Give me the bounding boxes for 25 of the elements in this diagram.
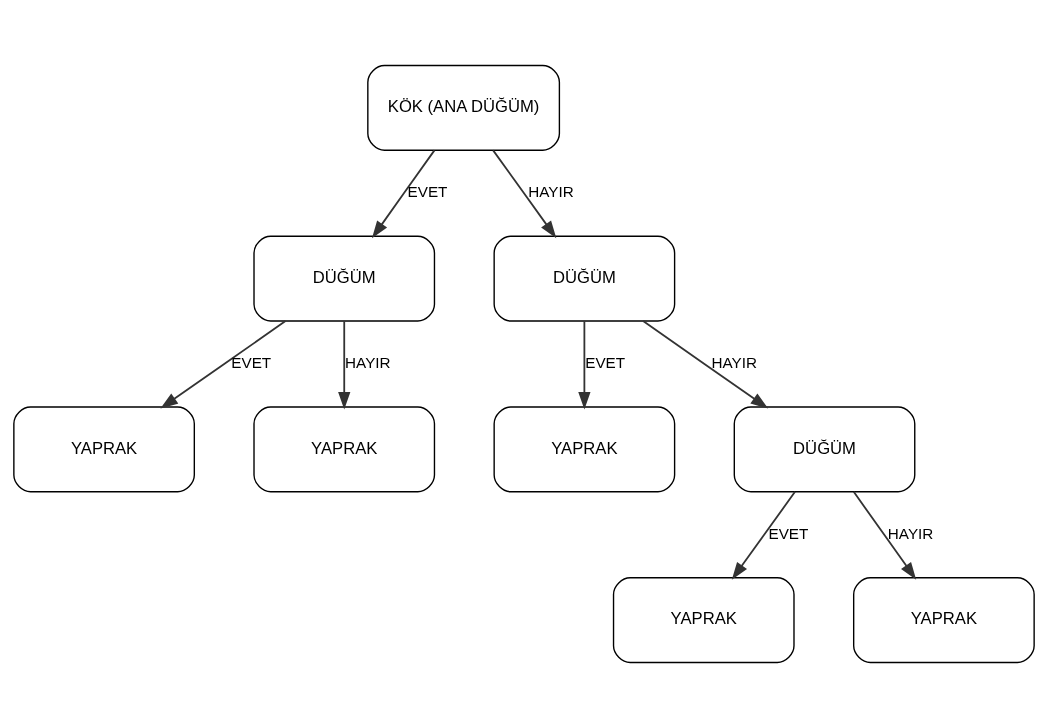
edge-label: EVET (231, 353, 272, 371)
arrow (371, 148, 436, 238)
arrow (338, 319, 351, 409)
arrow (578, 319, 591, 409)
node-box: YAPRAK (253, 405, 436, 492)
arrow (852, 490, 917, 580)
edge-label: EVET (407, 182, 448, 200)
edge-label: EVET (585, 353, 626, 371)
edge-label: HAYIR (345, 353, 391, 371)
edge-label: HAYIR (528, 182, 574, 200)
edge-label: HAYIR (887, 524, 934, 542)
edge-label: EVET (768, 524, 809, 542)
arrow (160, 319, 287, 409)
arrow (642, 319, 769, 409)
node-box: DÜĞÜM (493, 235, 676, 322)
node-box: YAPRAK (853, 576, 1035, 663)
arrow (731, 490, 796, 580)
node-box: YAPRAK (493, 405, 676, 492)
node-box: DÜĞÜM (253, 235, 436, 322)
arrow (492, 148, 557, 238)
node-box: DÜĞÜM (733, 405, 916, 492)
edge-label: HAYIR (711, 353, 758, 371)
node-box: YAPRAK (612, 576, 795, 663)
node-box: YAPRAK (13, 405, 195, 492)
node-box: KÖK (ANA DÜĞÜM) (367, 64, 561, 151)
